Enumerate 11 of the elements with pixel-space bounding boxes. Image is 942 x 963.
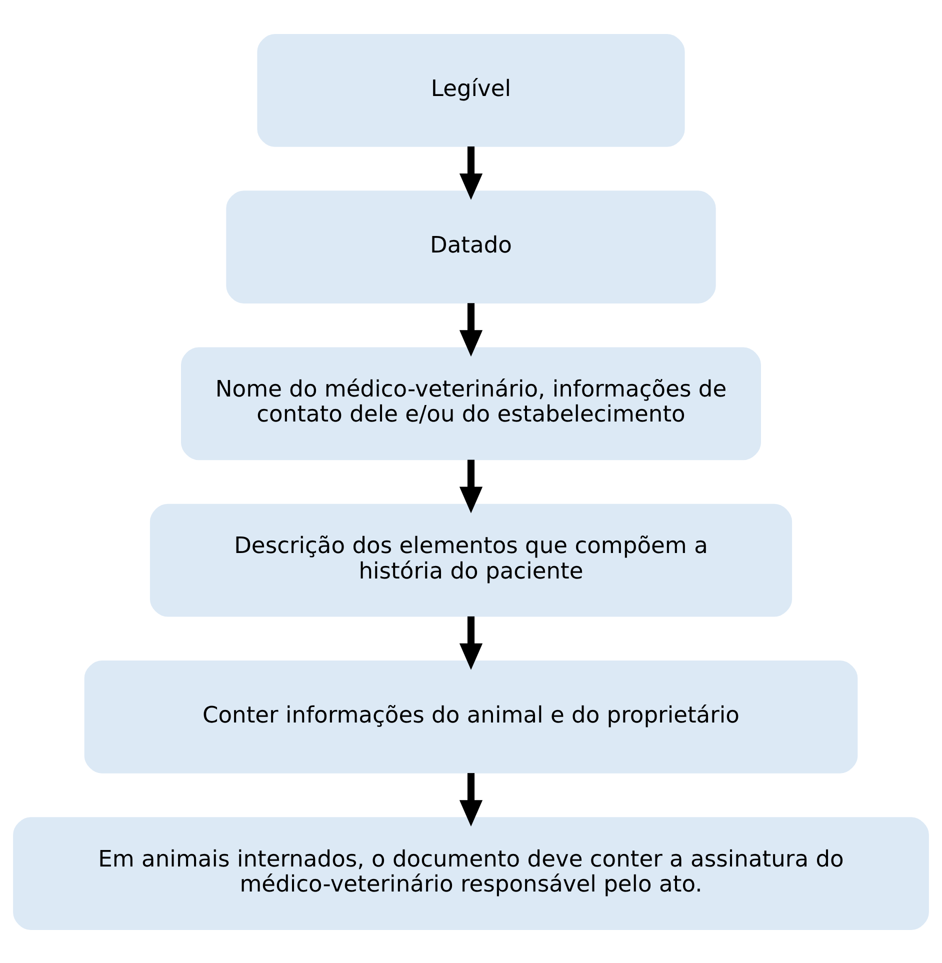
arrow xyxy=(459,302,483,356)
node-box: Legível xyxy=(257,33,685,146)
arrow xyxy=(459,146,483,200)
node-box: Datado xyxy=(226,190,716,303)
arrow xyxy=(459,616,483,670)
node-box: Descrição dos elementos que compõem a história do paciente xyxy=(150,503,792,616)
arrow xyxy=(459,772,483,826)
node-box: Em animais internados, o documento deve conter a assinatura do médico-veterinário responsável pelo ato. xyxy=(13,816,929,930)
node-box: Nome do médico-veterinário, informações de contato dele e/ou do estabelecimento xyxy=(181,346,761,460)
node-box: Conter informações do animal e do proprietário xyxy=(84,660,858,773)
arrow xyxy=(459,459,483,513)
